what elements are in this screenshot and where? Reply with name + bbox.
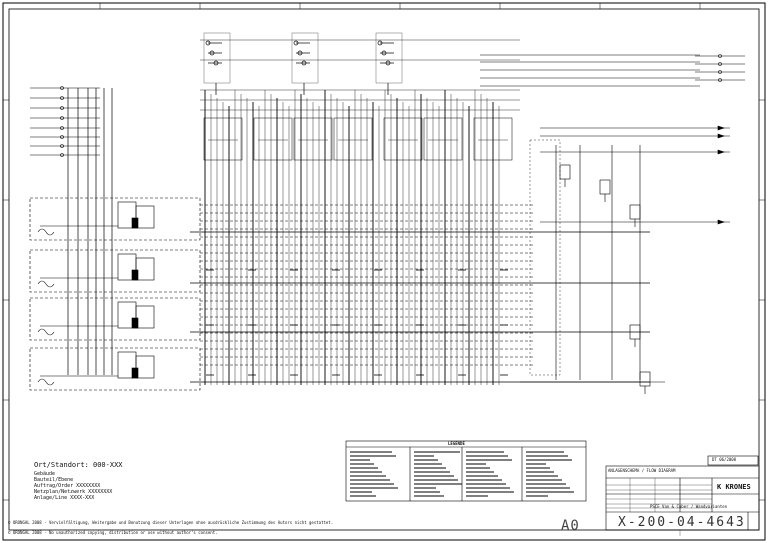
tank-modules xyxy=(29,197,201,391)
info-line-5: Netzplan/Netzwerk XXXXXXXX xyxy=(34,489,113,495)
info-line-3: Bauteil/Ebene xyxy=(34,477,74,483)
top-valve-clusters xyxy=(203,32,403,95)
inner-frame xyxy=(8,8,760,531)
info-line-1: Ort/Standort: 000-XXX xyxy=(34,461,123,469)
horizontal-headers xyxy=(190,204,650,383)
info-line-6: Anlage/Line XXXX-XXX xyxy=(34,495,95,501)
company-logo: K KRONES xyxy=(717,484,751,491)
legend-table xyxy=(345,440,587,502)
copyright-line-2: © ORONGAL 2008 - No unauthorized copying… xyxy=(8,530,218,535)
title-header: ANLAGENSCHEMA / FLOW DIAGRAM xyxy=(608,468,676,473)
document-number: X-200-04-4643 xyxy=(618,515,746,530)
title-block-frame xyxy=(605,455,760,536)
info-line-4: Auftrag/Order XXXXXXXX xyxy=(34,483,101,489)
right-outputs xyxy=(520,54,745,394)
copyright-line-1: © ORONGAL 2008 - Vervielfältigung, Weite… xyxy=(8,520,334,525)
company-mark: K xyxy=(717,483,722,491)
company-name: KRONES xyxy=(725,483,751,491)
frame-ticks xyxy=(3,3,765,501)
drawing-title: PSCE Van & Cuber / Wandvarianten xyxy=(650,504,728,509)
vertical-bus xyxy=(200,39,700,385)
left-inputs xyxy=(30,86,113,375)
info-line-2: Gebäude xyxy=(34,471,56,477)
revision-tag: DT 06/2008 xyxy=(712,457,737,462)
sheet-format: A0 xyxy=(561,518,580,534)
legend-title: LEGENDE xyxy=(448,441,465,446)
